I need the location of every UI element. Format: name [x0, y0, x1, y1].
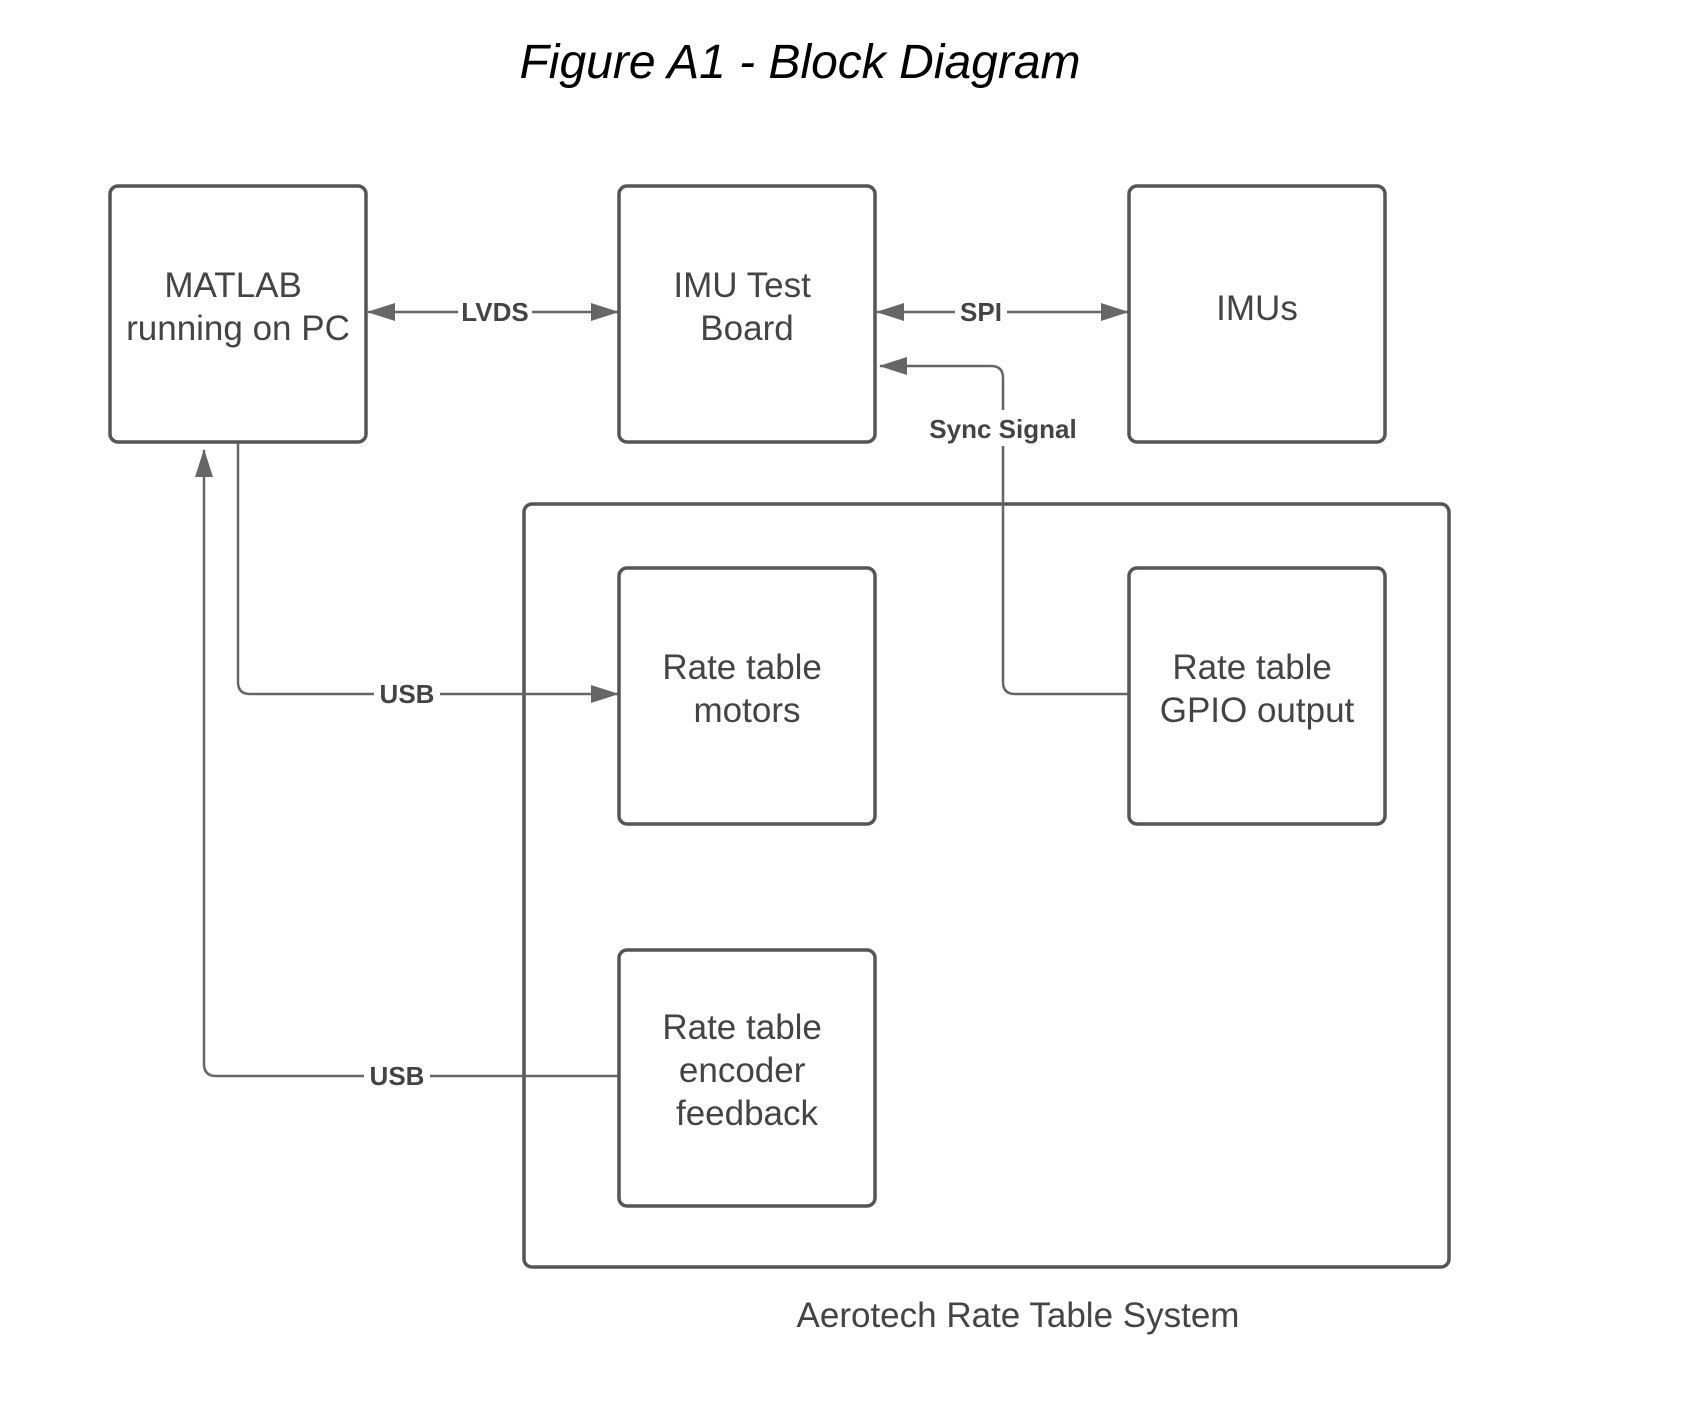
- rate-table-motors-label: Rate table motors: [662, 648, 831, 730]
- imus-label: IMUs: [1216, 289, 1298, 328]
- usb-encoder-connection: [195, 449, 620, 1078]
- sync-signal-label: Sync Signal: [929, 414, 1076, 444]
- rate-table-gpio-block: Rate table GPIO output: [1127, 566, 1387, 826]
- rate-table-gpio-label: Rate table GPIO output: [1160, 648, 1355, 730]
- rate-table-encoder-block: Rate table encoder feedback: [617, 948, 877, 1208]
- rate-table-encoder-label: Rate table encoder feedback: [662, 1008, 831, 1133]
- rate-table-motors-block: Rate table motors: [617, 566, 877, 826]
- diagram-title: Figure A1 - Block Diagram: [519, 36, 1080, 89]
- spi-label: SPI: [960, 297, 1002, 327]
- usb-motors-connection: [236, 442, 619, 703]
- sync-signal-connection: [879, 357, 1129, 696]
- matlab-block-label: MATLAB running on PC: [126, 266, 350, 348]
- matlab-block: MATLAB running on PC: [108, 184, 368, 444]
- usb-motors-label: USB: [380, 679, 435, 709]
- aerotech-system-label: Aerotech Rate Table System: [797, 1296, 1240, 1335]
- lvds-label: LVDS: [461, 297, 528, 327]
- imu-test-board-block: IMU Test Board: [617, 184, 877, 444]
- imus-block: IMUs: [1127, 184, 1387, 444]
- imu-test-board-label: IMU Test Board: [673, 266, 820, 348]
- usb-encoder-label: USB: [370, 1061, 425, 1091]
